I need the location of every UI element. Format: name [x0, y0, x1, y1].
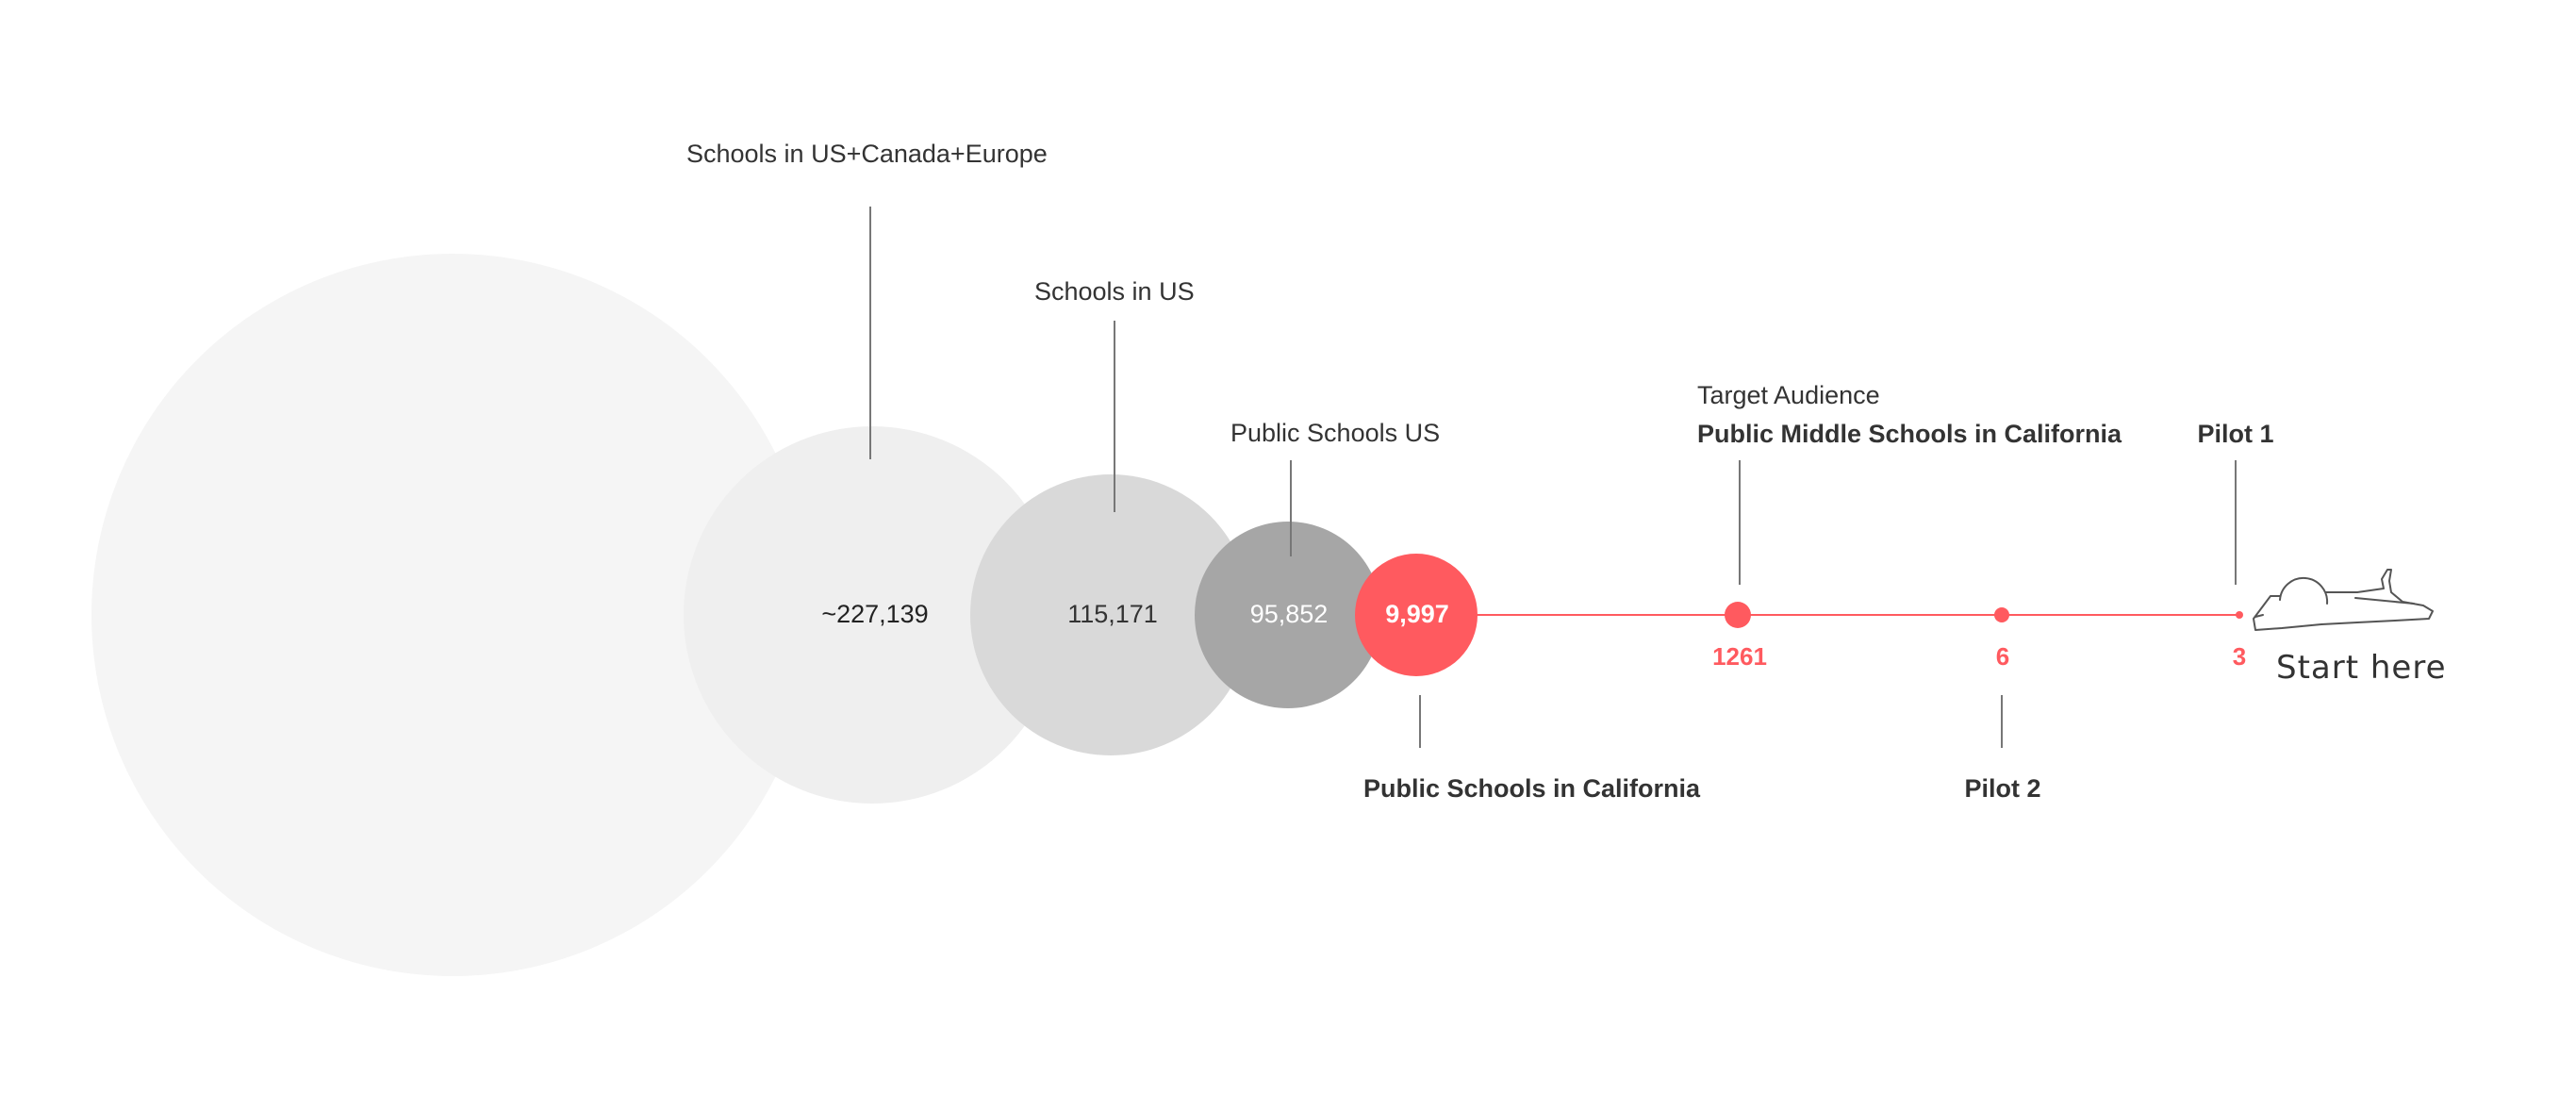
bubble-world	[91, 254, 814, 976]
value-pilot2: 6	[1996, 642, 2009, 671]
label-pilot1: Pilot 1	[2197, 420, 2273, 448]
label-us: Schools in US	[1034, 277, 1195, 306]
label-target: Public Middle Schools in California	[1697, 420, 2122, 448]
caption-target-audience: Target Audience	[1697, 381, 1880, 409]
timeline-dot-pilot2	[1994, 607, 2009, 622]
bubble-public-us	[1195, 522, 1381, 708]
value-us: 115,171	[1067, 600, 1158, 628]
value-public-us: 95,852	[1250, 600, 1329, 628]
bubble-us-canada-europe	[684, 426, 1061, 804]
value-us-canada-europe: ~227,139	[821, 600, 928, 628]
value-target: 1261	[1712, 642, 1767, 671]
label-pilot2: Pilot 2	[1964, 774, 2040, 803]
bubble-us	[970, 474, 1251, 755]
person-lying-icon	[2253, 569, 2434, 631]
value-pilot1: 3	[2233, 642, 2246, 671]
timeline-dot-pilot1	[2236, 611, 2243, 619]
timeline-dot-target	[1725, 602, 1751, 628]
value-public-california: 9,997	[1385, 600, 1449, 628]
start-here-label: Start here	[2276, 649, 2446, 687]
label-us-canada-europe: Schools in US+Canada+Europe	[686, 140, 1048, 168]
label-public-us: Public Schools US	[1230, 419, 1440, 447]
bubble-public-california	[1355, 554, 1478, 676]
label-public-california: Public Schools in California	[1363, 774, 1701, 803]
